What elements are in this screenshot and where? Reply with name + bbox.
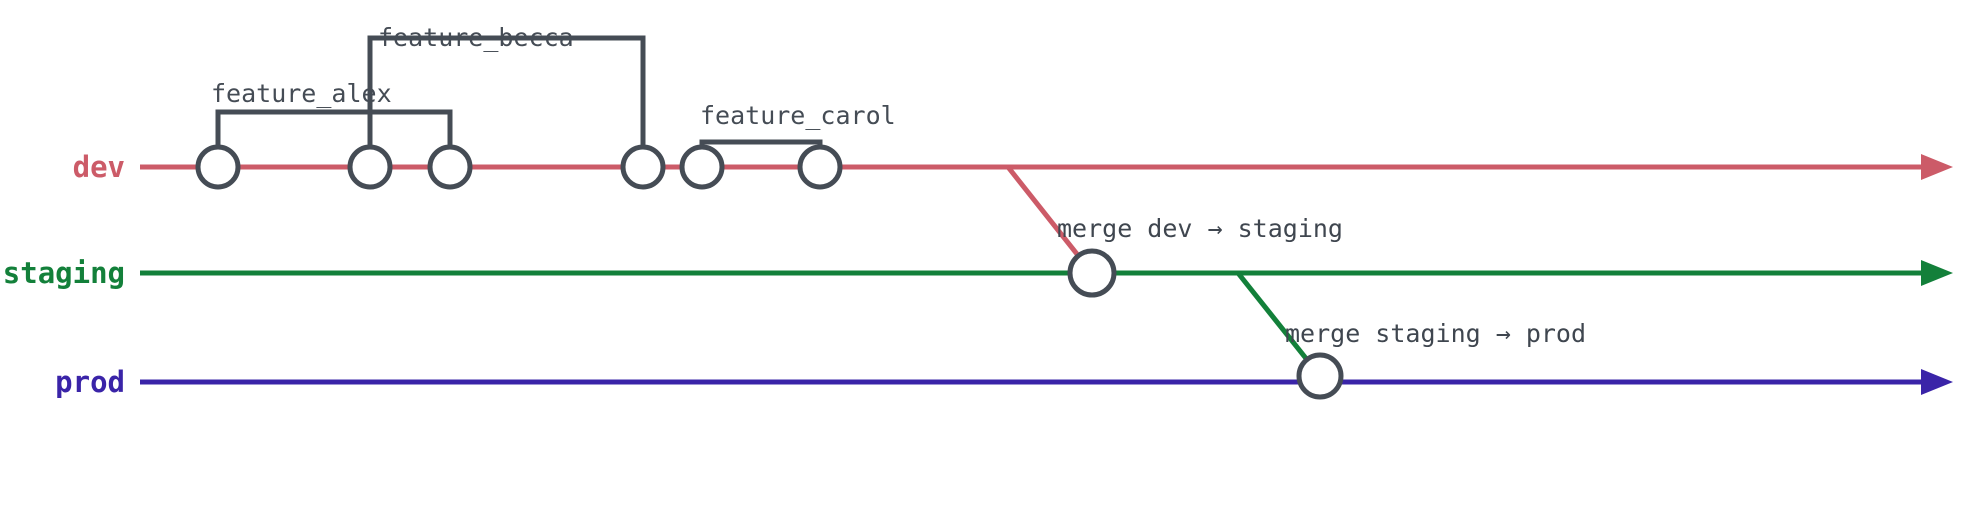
branch-label-dev: dev bbox=[73, 150, 125, 184]
commit-node[interactable] bbox=[427, 144, 473, 190]
commit-node[interactable] bbox=[797, 144, 843, 190]
feature-bracket-feature_alex bbox=[215, 109, 453, 149]
feature-label-feature_carol: feature_carol bbox=[700, 101, 896, 130]
commit-node[interactable] bbox=[347, 144, 393, 190]
feature-label-feature_becca: feature_becca bbox=[378, 23, 574, 52]
commit-nodes-group bbox=[195, 144, 1344, 400]
branch-lines-group bbox=[140, 154, 1953, 395]
feature-bracket-feature_carol bbox=[699, 139, 823, 149]
feature-label-feature_alex: feature_alex bbox=[211, 79, 392, 108]
text-labels-group: dev staging prod feature_alex feature_beccaf… bbox=[3, 23, 1586, 399]
commit-node[interactable] bbox=[1067, 248, 1117, 298]
branch-label-prod: prod bbox=[55, 365, 125, 399]
commit-node[interactable] bbox=[1296, 352, 1344, 400]
commit-node[interactable] bbox=[195, 144, 241, 190]
feature-bracket-feature_becca bbox=[367, 35, 646, 149]
commit-node[interactable] bbox=[679, 144, 725, 190]
merge-label-merge-dev-staging: merge dev → staging bbox=[1057, 214, 1343, 243]
commit-node[interactable] bbox=[620, 144, 666, 190]
branch-label-staging: staging bbox=[3, 256, 125, 290]
merge-label-merge-staging-prod: merge staging → prod bbox=[1285, 319, 1586, 348]
